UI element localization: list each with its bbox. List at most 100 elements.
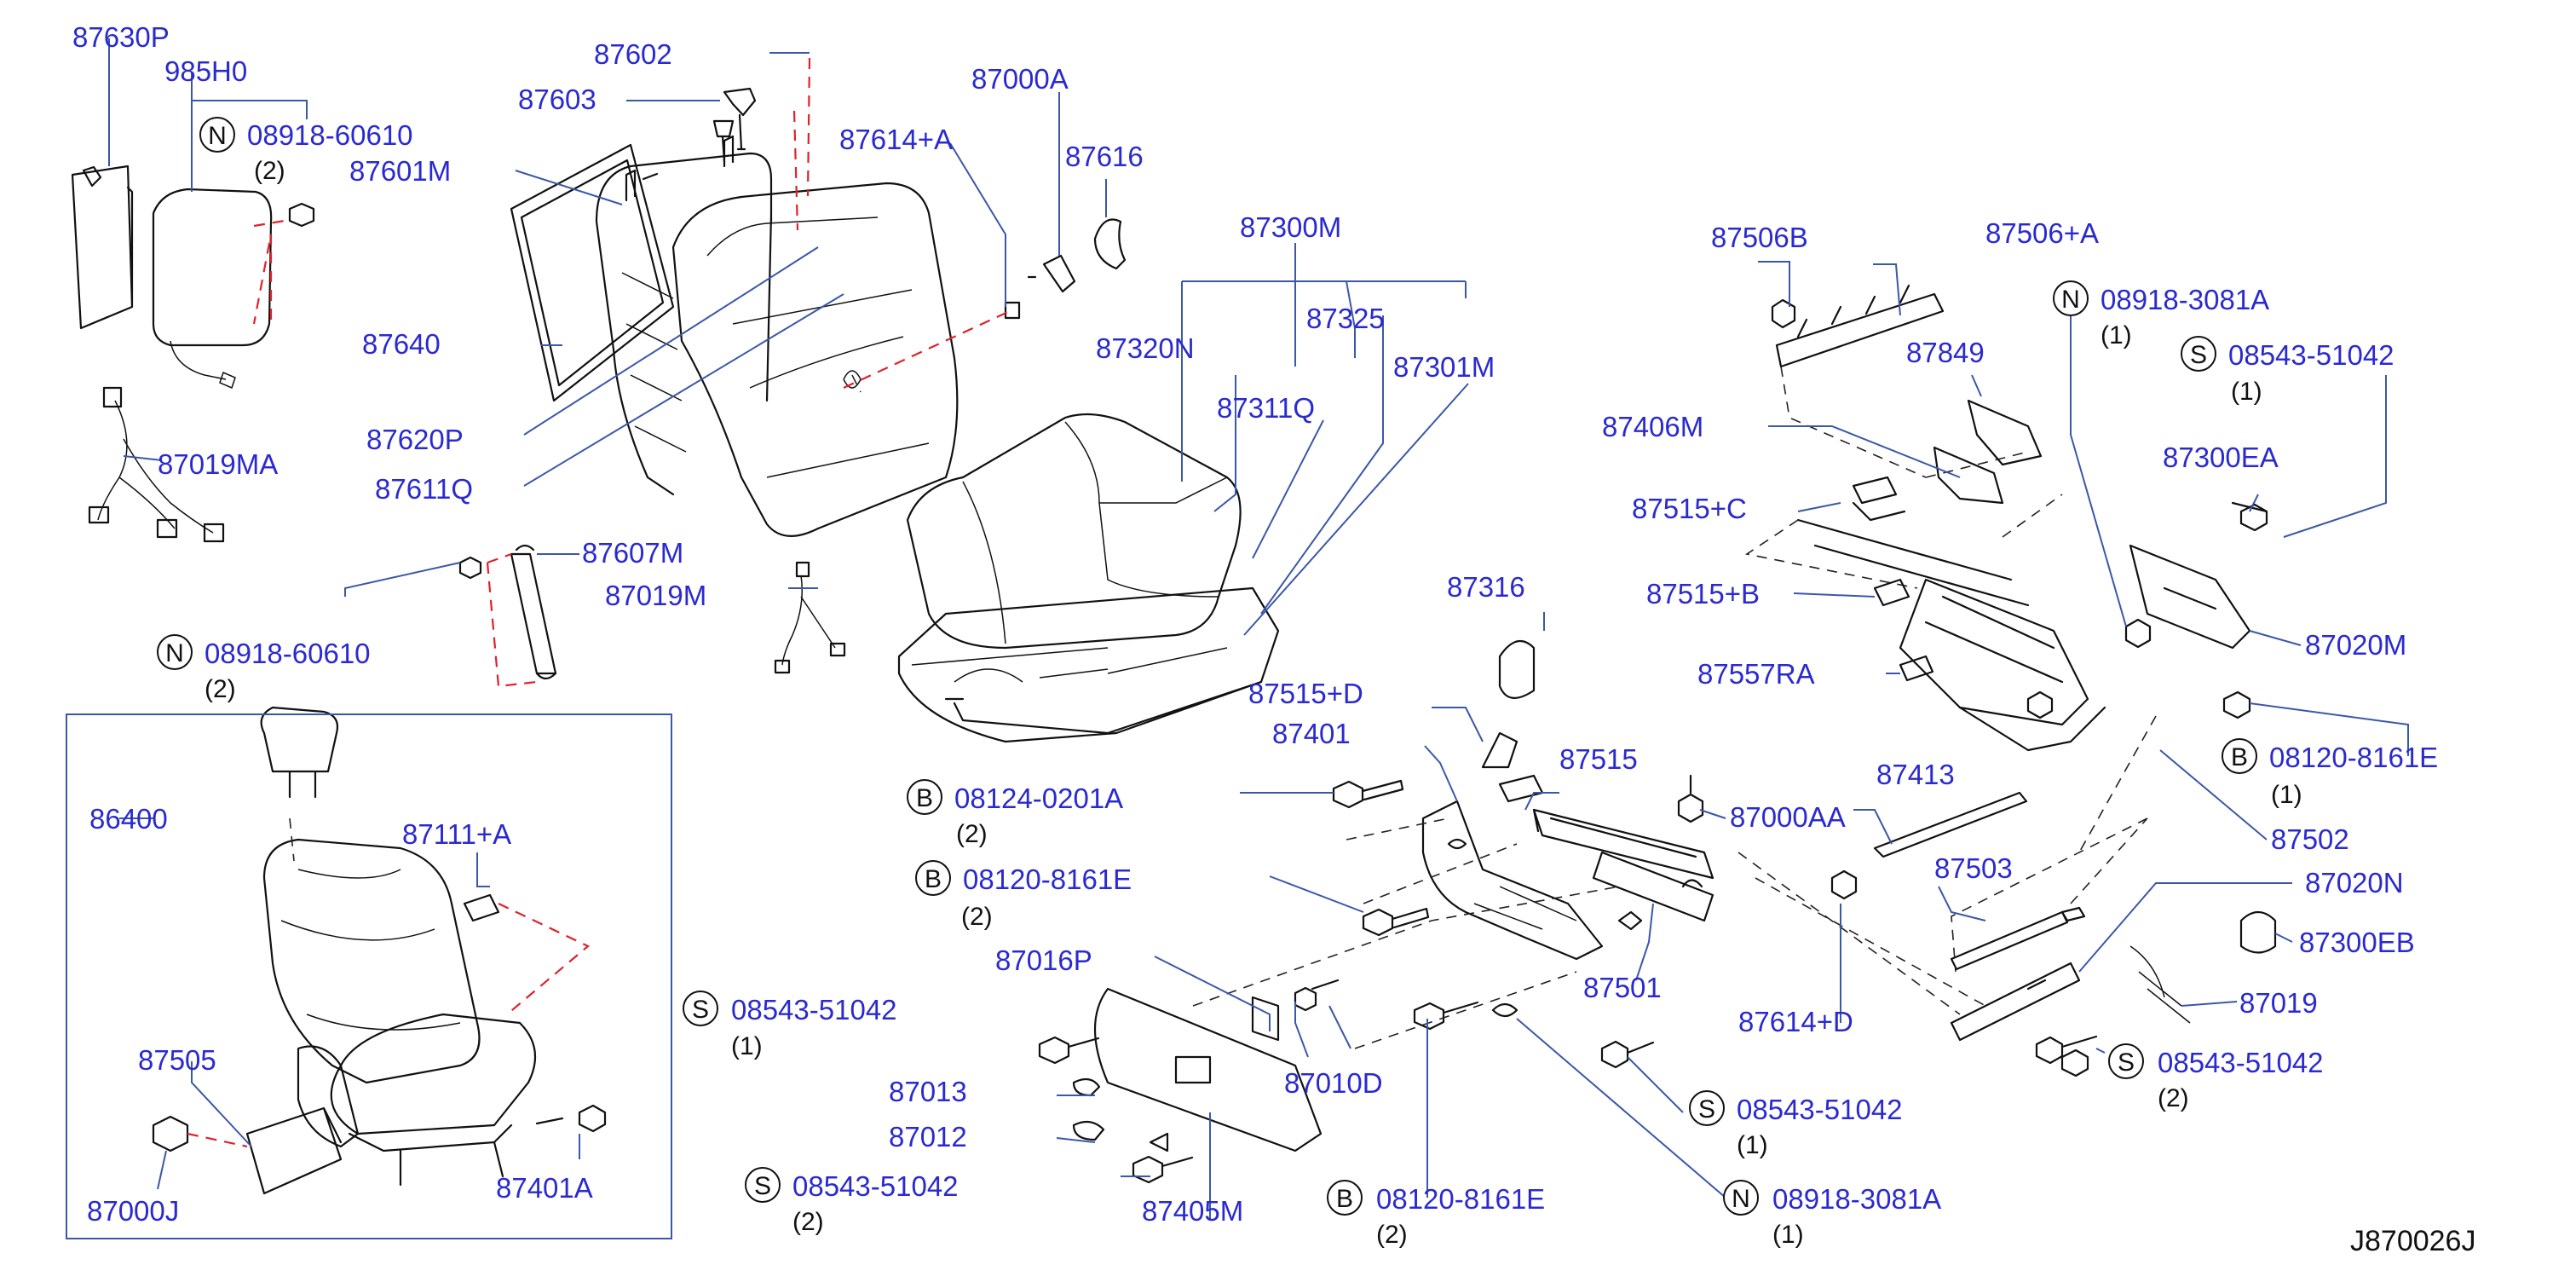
part-08543-51042-d-qty: (1) (2231, 378, 2262, 406)
b-symbol-letter: B (2231, 743, 2248, 771)
s-symbol-letter: S (1698, 1095, 1715, 1123)
s-symbol-letter: S (754, 1172, 771, 1200)
s-symbol-icon (1689, 1090, 1725, 1126)
part-labels: 87630P 985H0 N 08918-60610 (2) 87602 876… (72, 21, 2475, 1257)
b-symbol-icon (1327, 1180, 1363, 1216)
part-87413-label[interactable]: 87413 (1876, 759, 1955, 790)
part-87316-label[interactable]: 87316 (1447, 571, 1525, 603)
part-08543-51042-a-qty: (1) (731, 1032, 763, 1060)
diagram-reference-code: J870026J (2350, 1225, 2475, 1257)
n-symbol-letter: N (1732, 1185, 1750, 1213)
part-87300M-label[interactable]: 87300M (1240, 211, 1341, 243)
part-08120-8161E-c-label[interactable]: 08120-8161E (2269, 742, 2438, 773)
part-87020M-label[interactable]: 87020M (2305, 629, 2406, 661)
part-08124-0201A-label[interactable]: 08124-0201A (954, 783, 1123, 814)
part-87630P-label[interactable]: 87630P (72, 21, 170, 53)
part-87111A-label[interactable]: 87111+A (402, 818, 511, 850)
b-symbol-icon (907, 779, 942, 815)
part-87406M-label[interactable]: 87406M (1602, 411, 1703, 442)
part-87000J-label[interactable]: 87000J (87, 1195, 179, 1227)
part-87405M-label[interactable]: 87405M (1142, 1195, 1243, 1227)
part-87515D-label[interactable]: 87515+D (1248, 678, 1363, 709)
part-87501-label[interactable]: 87501 (1583, 972, 1662, 1003)
part-08918-3081A-b-label[interactable]: 08918-3081A (2101, 284, 2269, 315)
part-87401-label[interactable]: 87401 (1272, 718, 1351, 749)
part-87019M-label[interactable]: 87019M (605, 580, 706, 611)
part-08543-51042-a-label[interactable]: 08543-51042 (731, 994, 897, 1025)
part-87607M-label[interactable]: 87607M (582, 537, 683, 569)
part-87019MA-label[interactable]: 87019MA (158, 448, 278, 480)
part-87320N-label[interactable]: 87320N (1096, 332, 1195, 364)
part-87016P-label[interactable]: 87016P (995, 944, 1092, 976)
part-08120-8161E-a-qty: (2) (961, 903, 993, 931)
part-87515B-label[interactable]: 87515+B (1646, 578, 1760, 609)
part-87849-label[interactable]: 87849 (1906, 337, 1985, 368)
seat-assembly-inset-frame (66, 713, 672, 1239)
part-87640-label[interactable]: 87640 (362, 328, 441, 360)
part-08120-8161E-c-qty: (1) (2271, 781, 2302, 809)
part-87013-label[interactable]: 87013 (889, 1076, 967, 1107)
b-symbol-icon (915, 860, 951, 896)
b-symbol-letter: B (1336, 1185, 1353, 1213)
n-symbol-letter: N (2061, 286, 2080, 314)
part-86400-label[interactable]: 86400 (89, 803, 168, 835)
part-08124-0201A-qty: (2) (956, 820, 988, 848)
part-87515C-label[interactable]: 87515+C (1632, 493, 1747, 524)
part-08918-60610-b-label[interactable]: 08918-60610 (205, 638, 371, 669)
part-87602-label[interactable]: 87602 (594, 38, 672, 70)
part-08543-51042-b-label[interactable]: 08543-51042 (792, 1170, 959, 1202)
part-87010D-label[interactable]: 87010D (1284, 1067, 1383, 1099)
part-87301M-label[interactable]: 87301M (1393, 351, 1495, 383)
part-08918-60610-a-label[interactable]: 08918-60610 (247, 119, 413, 151)
n-symbol-icon (1723, 1180, 1759, 1216)
part-87506A-label[interactable]: 87506+A (1985, 217, 2099, 249)
part-08918-60610-b-qty: (2) (205, 675, 236, 703)
part-87503-label[interactable]: 87503 (1934, 852, 2013, 884)
part-87616-label[interactable]: 87616 (1065, 141, 1144, 172)
part-08918-3081A-b-qty: (1) (2101, 321, 2132, 349)
s-symbol-icon (683, 991, 718, 1026)
n-symbol-icon (2053, 280, 2089, 316)
part-08120-8161E-a-label[interactable]: 08120-8161E (963, 864, 1132, 895)
n-symbol-letter: N (165, 639, 184, 667)
part-08120-8161E-b-label[interactable]: 08120-8161E (1376, 1183, 1545, 1215)
part-87557RA-label[interactable]: 87557RA (1697, 658, 1815, 690)
parts-artwork (71, 57, 2277, 1195)
s-symbol-letter: S (2190, 341, 2207, 369)
part-08543-51042-c-label[interactable]: 08543-51042 (1737, 1094, 1903, 1125)
part-87020N-label[interactable]: 87020N (2305, 867, 2404, 898)
part-87505-label[interactable]: 87505 (138, 1044, 216, 1076)
part-87502-label[interactable]: 87502 (2271, 823, 2349, 855)
part-87515-label[interactable]: 87515 (1559, 743, 1638, 775)
part-87506B-label[interactable]: 87506B (1711, 222, 1808, 253)
part-87401A-label[interactable]: 87401A (496, 1172, 593, 1204)
part-08543-51042-e-label[interactable]: 08543-51042 (2158, 1047, 2324, 1078)
part-87325-label[interactable]: 87325 (1306, 303, 1385, 334)
n-symbol-letter: N (208, 122, 227, 150)
part-87300EB-label[interactable]: 87300EB (2299, 927, 2415, 958)
part-87614A-label[interactable]: 87614+A (839, 124, 953, 155)
part-08918-60610-a-qty: (2) (254, 157, 285, 185)
part-08543-51042-d-label[interactable]: 08543-51042 (2228, 339, 2394, 371)
part-985H0-label[interactable]: 985H0 (164, 55, 247, 87)
part-87012-label[interactable]: 87012 (889, 1121, 967, 1152)
part-08120-8161E-b-qty: (2) (1376, 1221, 1408, 1249)
part-87603-label[interactable]: 87603 (518, 84, 596, 115)
part-87300EA-label[interactable]: 87300EA (2163, 442, 2279, 473)
part-87614D-label[interactable]: 87614+D (1738, 1006, 1853, 1037)
part-08918-3081A-a-qty: (1) (1772, 1221, 1804, 1249)
part-08918-3081A-a-label[interactable]: 08918-3081A (1772, 1183, 1941, 1215)
s-symbol-letter: S (692, 996, 709, 1024)
part-87620P-label[interactable]: 87620P (366, 424, 464, 455)
part-87311Q-label[interactable]: 87311Q (1217, 392, 1315, 424)
s-symbol-icon (2181, 336, 2216, 372)
part-87000AA-label[interactable]: 87000AA (1730, 801, 1846, 833)
n-symbol-icon (199, 117, 235, 153)
s-symbol-icon (2108, 1043, 2144, 1079)
part-87601M-label[interactable]: 87601M (349, 155, 451, 187)
part-08543-51042-c-qty: (1) (1737, 1131, 1768, 1159)
part-87000A-label[interactable]: 87000A (971, 63, 1069, 95)
part-87019-label[interactable]: 87019 (2239, 987, 2318, 1019)
part-87611Q-label[interactable]: 87611Q (375, 473, 473, 505)
